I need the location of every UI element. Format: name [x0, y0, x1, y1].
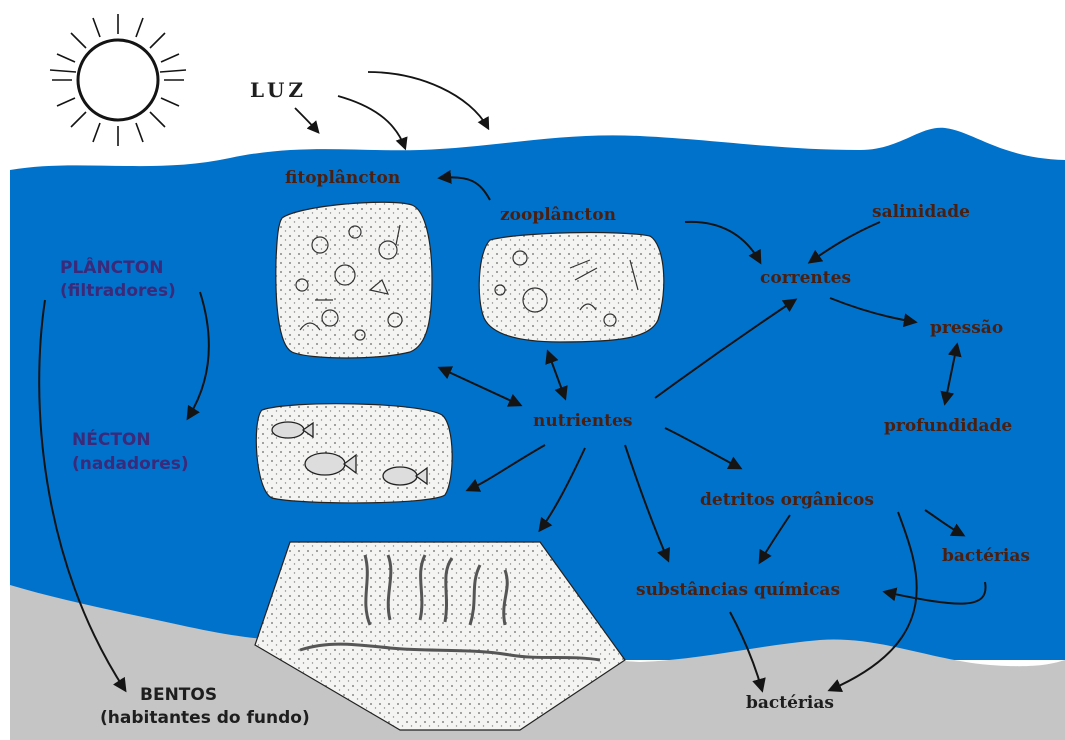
- label-bacterias-right: bactérias: [942, 548, 1030, 565]
- label-detritos-organicos: detritos orgânicos: [700, 492, 874, 509]
- label-fitoplancton: fitoplâncton: [285, 170, 400, 187]
- label-profundidade: profundidade: [884, 418, 1012, 435]
- label-luz: LUZ: [250, 80, 307, 100]
- label-salinidade: salinidade: [872, 204, 970, 221]
- nekton-box: [256, 404, 452, 503]
- label-nutrientes: nutrientes: [533, 413, 632, 430]
- label-plancton-sub: (filtradores): [60, 283, 176, 300]
- label-necton-sub: (nadadores): [72, 456, 189, 473]
- label-zooplancton: zooplâncton: [500, 207, 616, 224]
- label-bentos-sub: (habitantes do fundo): [100, 710, 310, 727]
- label-necton: NÉCTON: [72, 432, 151, 449]
- label-correntes: correntes: [760, 270, 851, 287]
- zooplankton-box: [479, 233, 664, 342]
- label-bentos: BENTOS: [140, 687, 217, 704]
- label-pressao: pressão: [930, 320, 1003, 337]
- label-plancton: PLÂNCTON: [60, 260, 163, 277]
- label-substancias-quimicas: substâncias químicas: [636, 582, 840, 599]
- label-bacterias-bottom: bactérias: [746, 695, 834, 712]
